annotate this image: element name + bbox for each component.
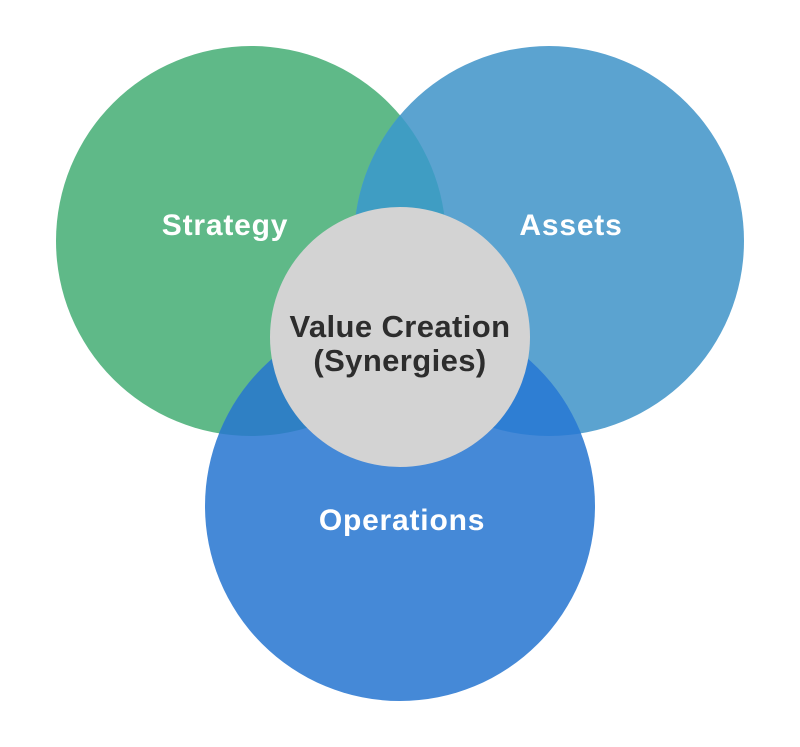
label-operations: Operations xyxy=(319,504,485,537)
center-circle xyxy=(270,207,530,467)
center-label-line1: Value Creation xyxy=(290,309,511,344)
label-assets: Assets xyxy=(519,209,622,242)
center-label-line2: (Synergies) xyxy=(313,343,486,378)
label-strategy: Strategy xyxy=(162,209,288,242)
